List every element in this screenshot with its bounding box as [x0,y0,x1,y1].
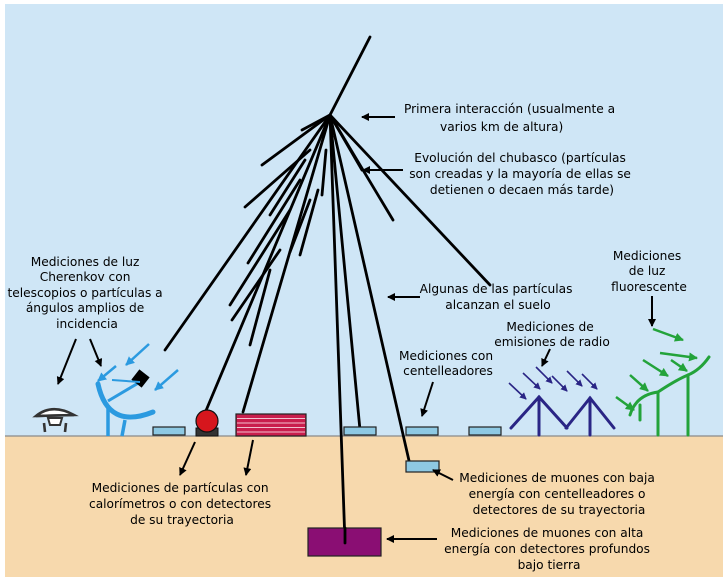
label-scintillators: Mediciones con centelleadores [399,349,497,378]
shower-track [230,248,282,322]
detectors [32,355,711,557]
shower-track [243,148,312,209]
shower-track [328,113,412,467]
label-particles-reach-ground: Algunas de las partículas alcanzan el su… [420,282,577,312]
shower-track [328,113,364,172]
shower-track [328,113,362,432]
label-cherenkov: Mediciones de luz Cherenkov con telescop… [7,255,166,331]
label-high-energy-muons: Mediciones de muones con alta energía co… [444,526,654,572]
radio-emission-arrows [508,366,598,400]
shower-track [268,158,307,217]
shower-track [328,113,347,545]
wide-angle-telescope [95,369,156,437]
scintillator-detector [152,426,186,436]
label-particle-measurements: Mediciones de partículas con calorímetro… [89,481,275,527]
radio-antennas [509,394,616,437]
fluorescence-light-arrows [615,327,698,412]
label-shower-evolution: Evolución del chubasco (partículas son c… [409,151,635,197]
shower-track [328,113,492,287]
sky [5,4,723,436]
particle-track-detector [195,409,219,437]
primary-particle-track [328,35,372,117]
cherenkov-light-arrows [97,343,179,391]
shower-track [163,113,332,352]
shower-track [228,208,292,307]
scintillator-detector [343,426,377,436]
label-fluorescence: Mediciones de luz fluorescente [611,249,687,294]
label-radio-emission: Mediciones de emisiones de radio [494,320,610,349]
low-energy-muon-detector [405,460,440,473]
shower-track [203,113,332,415]
callout-arrows [56,113,656,543]
shower-track [248,268,272,347]
shower-track [288,198,312,254]
air-shower [163,35,492,545]
label-primary-interaction: Primera interacción (usualmente a varios… [404,102,619,134]
scintillator-detector [468,426,502,436]
shower-track [260,113,332,167]
fluorescence-detector [628,355,711,437]
shower-track [298,188,320,257]
shower-track [320,148,328,197]
label-low-energy-muons: Mediciones de muones con baja energía co… [459,471,658,517]
air-cherenkov-telescope [32,407,79,433]
scintillator-detector [405,426,439,436]
shower-track [246,178,302,265]
shower-track [241,113,332,414]
calorimeter [235,413,307,437]
